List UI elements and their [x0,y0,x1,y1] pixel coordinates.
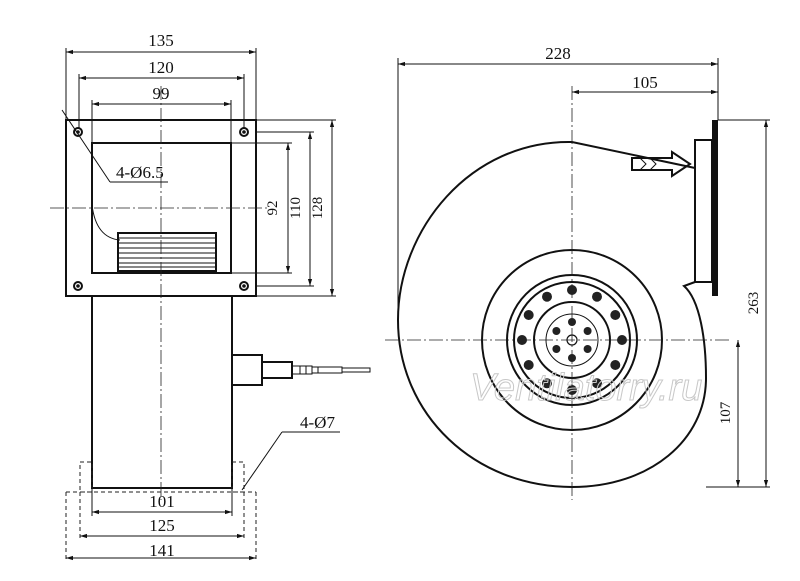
outlet-duct [694,120,718,296]
dim-107: 107 [718,401,734,424]
dim-141: 141 [149,541,175,560]
dim-228: 228 [545,44,571,63]
inner-bolt-ring [552,318,592,362]
dim-125: 125 [149,516,175,535]
dim-263: 263 [746,292,762,315]
cable-gland [231,354,371,386]
dim-99: 99 [153,84,170,103]
scroll-housing [396,140,708,489]
impeller-blades [117,232,217,272]
watermark: Ventilatorry.ru [470,367,702,409]
label-holes-top: 4-Ø6.5 [116,163,164,182]
airflow-arrow-icon [631,150,692,178]
dim-105: 105 [632,73,658,92]
side-view: 135 120 99 4-Ø6.5 92 110 128 4-Ø7 [50,31,371,561]
dim-120: 120 [148,58,174,77]
housing-body [91,295,233,489]
dim-101: 101 [149,492,175,511]
front-view: 228 105 263 107 [385,44,770,500]
label-holes-bottom: 4-Ø7 [300,413,335,432]
dim-135: 135 [148,31,174,50]
dim-128: 128 [310,197,326,220]
dim-92: 92 [265,201,281,216]
dim-110: 110 [288,197,304,219]
